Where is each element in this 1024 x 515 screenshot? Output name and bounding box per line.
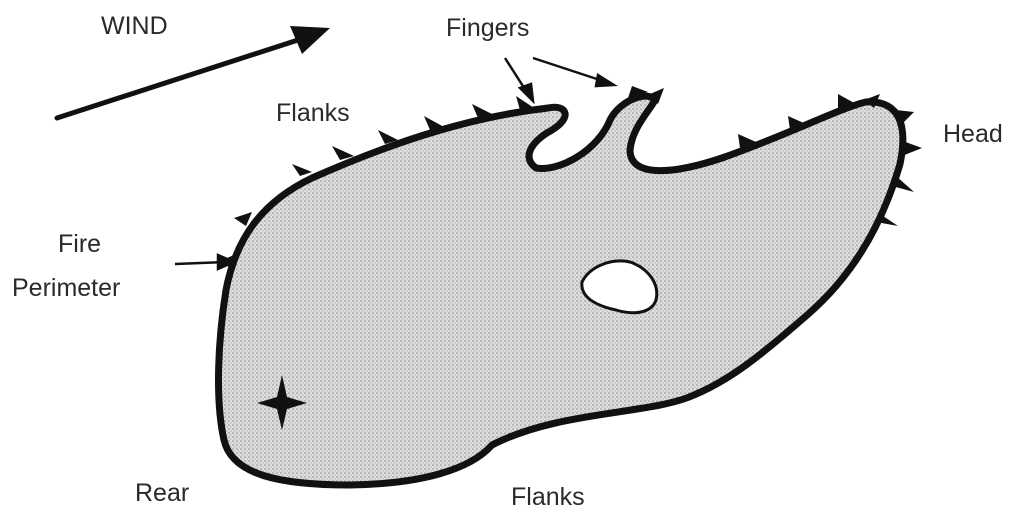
fire-label: Fire [58,230,102,258]
burned-area [215,92,907,489]
four-point-star-icon [257,375,307,430]
fingers-label: Fingers [446,14,530,42]
wind-label: WIND [101,12,168,40]
head-label: Head [943,120,1003,148]
rear-label: Rear [135,479,190,507]
pointer-arrows [174,56,619,271]
wind-arrow [54,26,330,121]
flanks-top-label: Flanks [276,99,350,127]
perimeter-label: Perimeter [12,274,121,302]
fingers-arrow-right-head [594,72,619,88]
flame-edge [218,86,922,268]
fingers-arrow-left-head [517,82,535,105]
perimeter-arrow-head [216,253,238,271]
fingers-arrow-right [532,56,607,84]
unburned-island [580,259,659,315]
flanks-bottom-label: Flanks [511,483,585,511]
